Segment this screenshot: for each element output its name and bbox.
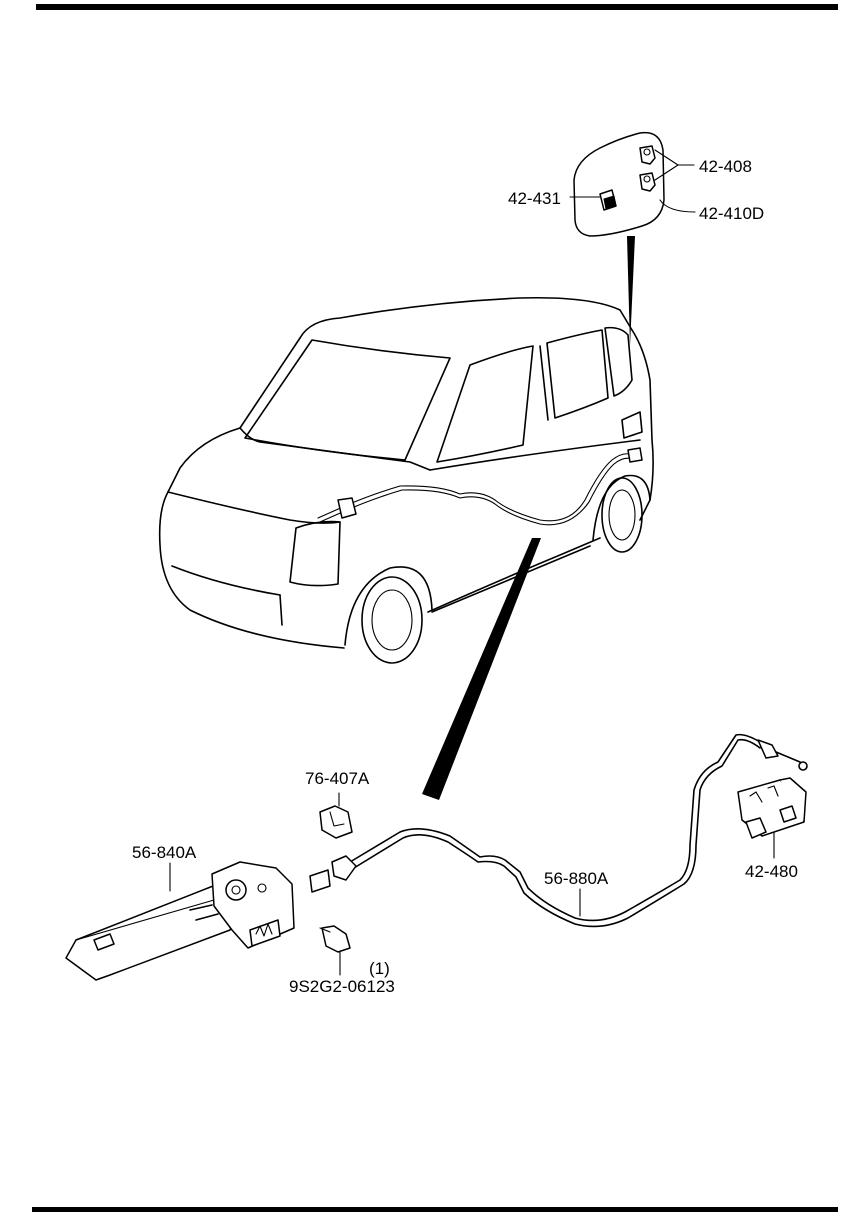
cable-clip-76-407A (319, 805, 353, 839)
opener-cable (309, 733, 808, 928)
label-76-407A: 76-407A (305, 769, 370, 788)
label-56-840A: 56-840A (132, 843, 197, 862)
fuel-lid-callout-pointer (627, 236, 635, 346)
lid-lock-actuator-42-480 (737, 777, 807, 839)
opener-lever-56-840A (65, 861, 295, 981)
label-bolt-quantity: (1) (369, 959, 390, 978)
cable-callout-pointer (422, 538, 541, 800)
label-42-410D: 42-410D (699, 204, 764, 223)
label-56-880A: 56-880A (544, 869, 609, 888)
top-rule (36, 4, 838, 10)
label-9S2G2-06123: 9S2G2-06123 (289, 977, 395, 996)
label-42-480: 42-480 (745, 862, 798, 881)
label-42-408: 42-408 (699, 157, 752, 176)
label-42-431: 42-431 (508, 189, 561, 208)
bottom-rule (32, 1207, 838, 1212)
bolt-9S2G2-06123 (319, 925, 351, 953)
vehicle-illustration (158, 296, 654, 664)
fuel-lid-assembly (573, 131, 665, 237)
